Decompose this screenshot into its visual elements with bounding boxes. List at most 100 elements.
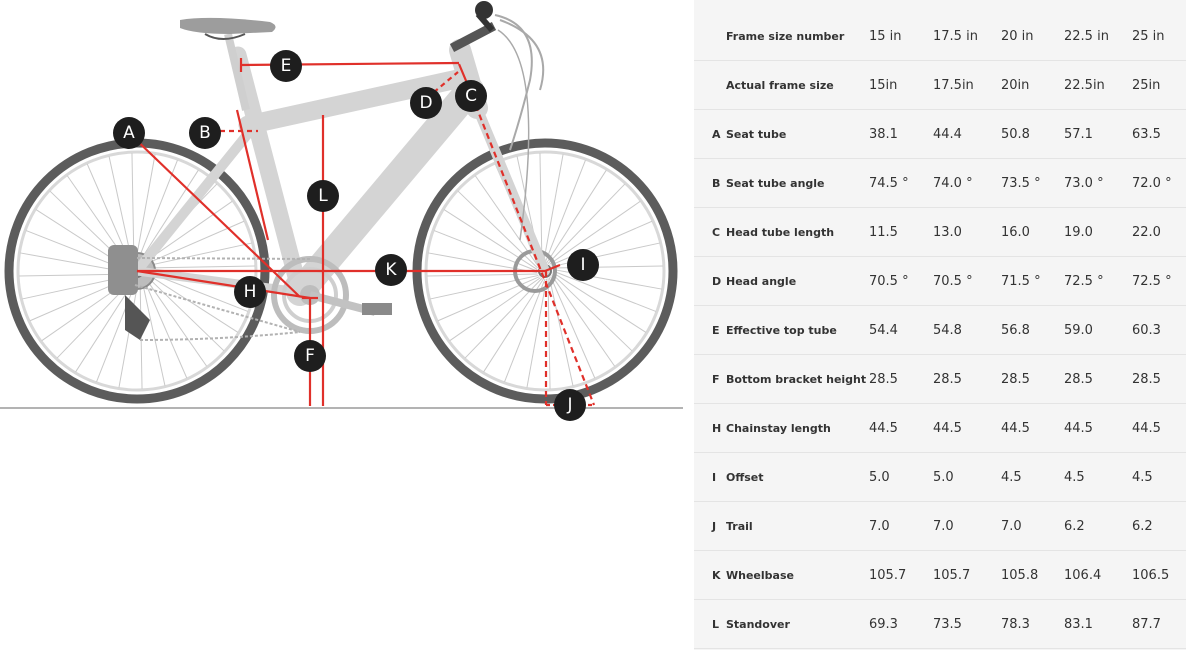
row-value: 28.5 [869,372,898,387]
row-key: E [712,324,720,337]
svg-text:A: A [123,123,135,143]
row-value: 25in [1132,78,1161,93]
row-value: 105.7 [933,568,971,583]
row-value: 56.8 [1001,323,1030,338]
row-value: 44.4 [933,127,962,142]
badge-h: H [234,276,266,308]
row-value: 44.5 [1064,421,1093,436]
row-value: 63.5 [1132,127,1161,142]
row-value: 25 in [1132,29,1165,44]
row-value: 70.5 ° [869,274,909,289]
row-value: 71.5 ° [1001,274,1041,289]
row-value: 5.0 [933,470,954,485]
row-value: 44.5 [933,421,962,436]
row-value: 7.0 [1001,519,1022,534]
row-key: D [712,275,722,288]
row-value: 72.0 ° [1132,176,1172,191]
row-key: K [712,569,721,582]
row-value: 22.5in [1064,78,1105,93]
row-value: 6.2 [1132,519,1153,534]
row-label: Wheelbase [726,569,794,582]
row-value: 28.5 [1001,372,1030,387]
row-label: Standover [726,618,790,631]
row-value: 4.5 [1064,470,1085,485]
row-value: 11.5 [869,225,898,240]
svg-text:B: B [199,123,211,143]
row-value: 4.5 [1001,470,1022,485]
row-value: 22.0 [1132,225,1161,240]
row-label: Head tube length [726,226,835,239]
row-value: 6.2 [1064,519,1085,534]
row-value: 70.5 ° [933,274,973,289]
row-value: 74.0 ° [933,176,973,191]
row-value: 74.5 ° [869,176,909,191]
row-value: 73.0 ° [1064,176,1104,191]
row-key: C [712,226,721,239]
badge-l: L [307,180,339,212]
row-value: 17.5in [933,78,974,93]
row-key: F [712,373,720,386]
row-label: Actual frame size [726,79,834,92]
bike-geometry-diagram: A B C D E F H I J K L [0,1,683,421]
row-value: 106.4 [1064,568,1102,583]
row-label: Head angle [726,275,797,288]
row-value: 72.5 ° [1132,274,1172,289]
row-value: 7.0 [933,519,954,534]
row-value: 105.7 [869,568,907,583]
row-value: 7.0 [869,519,890,534]
svg-text:D: D [419,93,432,113]
badge-f: F [294,340,326,372]
measure-line-b2 [235,109,270,241]
table-row: D Head angle 70.5 ° 70.5 ° 71.5 ° 72.5 ° 72.5 … [694,257,1186,306]
row-key: A [712,128,721,141]
row-value: 73.5 ° [1001,176,1041,191]
seatpost-saddle [180,17,276,111]
svg-text:J: J [566,395,572,415]
row-value: 54.8 [933,323,962,338]
row-key: J [712,520,717,533]
row-value: 15 in [869,29,902,44]
svg-text:K: K [385,260,397,280]
row-key: H [712,422,722,435]
row-value: 17.5 in [933,29,978,44]
row-value: 59.0 [1064,323,1093,338]
row-value: 54.4 [869,323,898,338]
stem-handlebar [449,1,545,241]
row-value: 72.5 ° [1064,274,1104,289]
row-value: 5.0 [869,470,890,485]
row-value: 78.3 [1001,617,1030,632]
row-value: 44.5 [1001,421,1030,436]
row-label: Offset [726,471,764,484]
row-value: 19.0 [1064,225,1093,240]
svg-text:I: I [580,255,585,275]
measure-line-h [136,269,311,300]
badge-k: K [375,254,407,286]
badge-c: C [455,80,487,112]
svg-text:E: E [281,56,292,76]
row-label: Frame size number [726,30,845,43]
row-label: Seat tube [726,128,787,141]
row-value: 105.8 [1001,568,1039,583]
badge-d: D [410,87,442,119]
row-value: 44.5 [1132,421,1161,436]
svg-text:F: F [305,346,315,366]
row-value: 44.5 [869,421,898,436]
svg-text:H: H [244,282,257,302]
row-value: 28.5 [1132,372,1161,387]
row-label: Effective top tube [726,324,837,337]
row-value: 15in [869,78,898,93]
row-label: Seat tube angle [726,177,825,190]
steering-axis-line [470,95,596,406]
svg-text:L: L [318,186,328,206]
row-value: 83.1 [1064,617,1093,632]
measure-line-a [128,132,301,298]
front-wheel [412,138,678,404]
row-value: 28.5 [933,372,962,387]
